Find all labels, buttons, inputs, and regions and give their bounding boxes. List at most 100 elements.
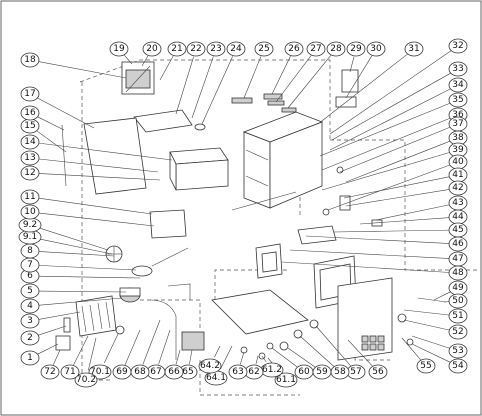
callout-label: 56 xyxy=(372,367,384,377)
leader-line-8 xyxy=(37,251,115,257)
leader-line-70-1 xyxy=(104,333,119,364)
callout-label: 3 xyxy=(27,316,33,326)
rail-part-27 xyxy=(267,100,285,106)
callout-53: 53 xyxy=(448,343,468,359)
callout-45: 45 xyxy=(448,222,468,238)
callout-circle xyxy=(109,41,129,57)
callout-label: 35 xyxy=(452,95,463,105)
callout-label: 19 xyxy=(113,44,125,54)
side-strip-part xyxy=(61,124,67,187)
leader-line-65 xyxy=(189,349,193,365)
callout-label: 9.2 xyxy=(23,220,37,230)
callout-label: 28 xyxy=(330,44,342,54)
fastener-part-59 xyxy=(279,341,289,351)
callout-69: 69 xyxy=(112,364,132,380)
callout-circle xyxy=(20,204,40,220)
callout-72: 72 xyxy=(40,364,60,380)
callout-label: 36 xyxy=(452,110,464,120)
rail-part-28 xyxy=(281,107,297,113)
plate-part-2 xyxy=(63,317,71,333)
callout-32: 32 xyxy=(448,38,468,54)
leader-line-44 xyxy=(359,217,451,225)
callout-circle xyxy=(294,364,314,380)
small-part-54 xyxy=(406,338,414,346)
callout-31: 31 xyxy=(404,41,424,57)
callout-11: 11 xyxy=(20,189,40,205)
leader-line-52 xyxy=(403,319,451,331)
callout-13: 13 xyxy=(20,150,40,166)
leader-line-62 xyxy=(255,355,259,365)
callout-circle xyxy=(448,180,468,196)
callout-circle xyxy=(368,364,388,380)
callout-circle xyxy=(226,41,246,57)
callout-57: 57 xyxy=(346,364,366,380)
leader-line-34 xyxy=(329,88,452,151)
pipe-part-2 xyxy=(167,283,191,300)
callout-circle xyxy=(448,61,468,77)
callout-label: 61.2 xyxy=(262,365,282,375)
leader-line-45 xyxy=(333,229,451,233)
leader-line-42 xyxy=(345,188,451,207)
callout-label: 23 xyxy=(210,44,221,54)
callout-label: 45 xyxy=(452,225,463,235)
callout-label: 33 xyxy=(452,64,463,74)
callout-circle xyxy=(20,150,40,166)
leader-line-61-2 xyxy=(261,355,267,363)
callout-circle xyxy=(228,364,248,380)
leader-line-1 xyxy=(37,343,59,355)
callout-label: 43 xyxy=(452,198,463,208)
callout-circle xyxy=(40,364,60,380)
callout-circle xyxy=(448,265,468,281)
callout-46: 46 xyxy=(448,236,468,252)
callout-label: 21 xyxy=(171,44,182,54)
callout-circle xyxy=(448,343,468,359)
callout-label: 42 xyxy=(452,183,463,193)
fan-assembly-part xyxy=(121,61,155,95)
callout-14: 14 xyxy=(20,134,40,150)
callout-label: 26 xyxy=(288,44,300,54)
callout-label: 30 xyxy=(370,44,382,54)
callout-label: 55 xyxy=(420,361,431,371)
callout-label: 13 xyxy=(24,153,35,163)
callout-label: 57 xyxy=(350,367,361,377)
leader-line-22 xyxy=(175,56,194,115)
callout-label: 6 xyxy=(27,271,33,281)
leader-line-29 xyxy=(349,56,355,73)
leader-line-38 xyxy=(345,140,451,183)
leader-line-71 xyxy=(73,335,89,365)
callout-3: 3 xyxy=(20,313,40,329)
leader-line-59 xyxy=(287,347,316,368)
callout-42: 42 xyxy=(448,180,468,196)
callout-circle xyxy=(20,298,40,314)
motor-part xyxy=(131,247,189,277)
leader-line-2 xyxy=(37,325,67,336)
callout-2: 2 xyxy=(20,330,40,346)
callout-30: 30 xyxy=(366,41,386,57)
callout-label: 16 xyxy=(24,108,36,118)
callout-26: 26 xyxy=(284,41,304,57)
callout-label: 31 xyxy=(408,44,419,54)
leader-line-30 xyxy=(345,55,373,99)
leader-line-56 xyxy=(347,339,373,367)
callout-label: 18 xyxy=(24,55,36,65)
leader-line-31 xyxy=(317,53,408,125)
callout-18: 18 xyxy=(20,52,40,68)
callout-label: 48 xyxy=(452,268,464,278)
callout-label: 53 xyxy=(452,346,463,356)
small-part-52 xyxy=(397,313,407,323)
leader-line-53 xyxy=(411,335,451,349)
callout-43: 43 xyxy=(448,195,468,211)
leader-line-55 xyxy=(401,337,422,361)
small-part-38 xyxy=(336,166,344,174)
condenser-part xyxy=(75,295,117,337)
callout-60: 60 xyxy=(294,364,314,380)
callout-circle xyxy=(20,330,40,346)
callout-label: 70.1 xyxy=(90,367,110,377)
leader-line-26 xyxy=(271,56,291,95)
callout-label: 15 xyxy=(24,121,35,131)
leader-line-6 xyxy=(37,275,141,279)
leader-line-20 xyxy=(141,55,149,67)
callout-56: 56 xyxy=(368,364,388,380)
